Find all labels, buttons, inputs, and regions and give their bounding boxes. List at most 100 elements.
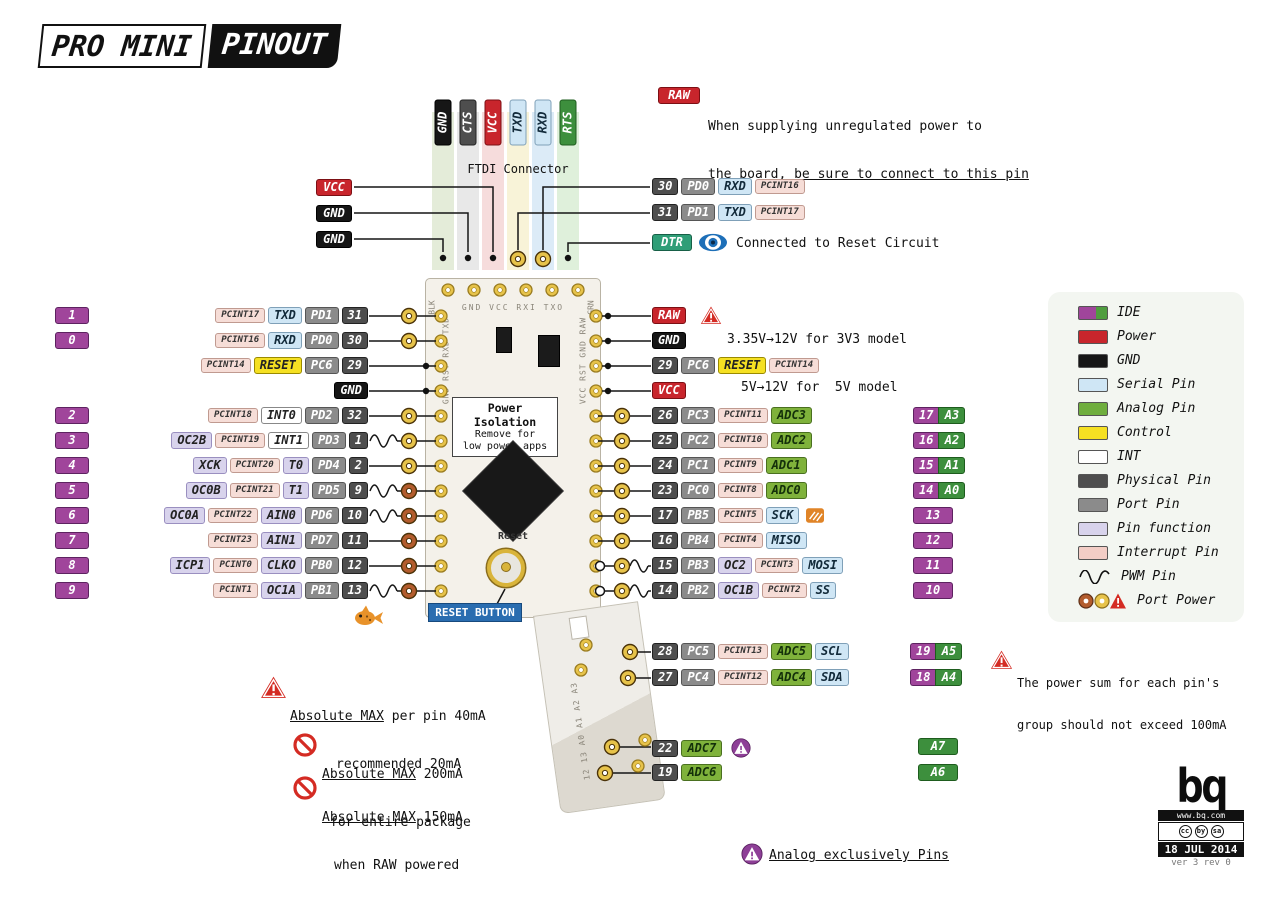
pin-badge-12: 12 <box>341 557 368 574</box>
pin-badge-24: 24 <box>652 457 679 474</box>
power-sum-line2: group should not exceed 100mA <box>1017 718 1227 732</box>
pin-badge-t1: T1 <box>282 482 310 499</box>
legend-label: IDE <box>1117 305 1141 320</box>
cc-by-icon: by <box>1194 825 1208 838</box>
arduino-pin-9: 9 <box>55 582 89 599</box>
legend-label: Control <box>1117 425 1172 440</box>
legend-item-power: Power <box>1078 328 1244 345</box>
pin-badge-adc0: ADC0 <box>765 482 807 499</box>
legend-item-fn: Pin function <box>1078 520 1244 537</box>
ftdi-side-label-vcc: VCC <box>316 179 352 196</box>
legend-item-physical: Physical Pin <box>1078 472 1244 489</box>
pin-badge-13: 13 <box>341 582 368 599</box>
legend-label: Analog Pin <box>1117 401 1196 416</box>
pin-badge-adc1: ADC1 <box>765 457 807 474</box>
pin-badge-16: 16 <box>913 432 939 449</box>
pin-badge-26: 26 <box>652 407 679 424</box>
pin-badge-19: 19 <box>652 764 679 781</box>
power-sum-line1: The power sum for each pin's <box>1017 676 1220 690</box>
cc-cc-icon: cc <box>1178 825 1192 838</box>
max-pkg-line2: for entire package <box>330 815 471 830</box>
pin-badge-15: 15 <box>913 457 939 474</box>
max-pkg-rest: 200mA <box>415 767 463 782</box>
smd-component <box>538 335 560 367</box>
fish-icon <box>352 602 386 628</box>
pin-badge-raw: RAW <box>652 307 686 324</box>
bq-version: ver 3 rev 0 <box>1171 858 1231 868</box>
pin-badge-adc6: ADC6 <box>681 764 723 781</box>
pin-badge-pcint11: PCINT11 <box>718 408 769 423</box>
pin-badge-a1: A1 <box>938 457 966 474</box>
ftdi-pin-gnd: GND <box>434 99 452 146</box>
pin-badge-pcint2: PCINT2 <box>762 583 807 598</box>
legend-swatch-ide <box>1078 305 1108 320</box>
max-current-per-pin-note: Absolute MAX per pin 40mA recommended 20… <box>290 677 486 805</box>
legend-item-port: Port Pin <box>1078 496 1244 513</box>
pin-badge-oc0a: OC0A <box>164 507 206 524</box>
arduino-pin-7: 7 <box>55 532 89 549</box>
pin-badge-pcint16: PCINT16 <box>754 179 805 194</box>
pin-badge-1: 1 <box>348 432 368 449</box>
pin-badge-a6: A6 <box>918 764 958 781</box>
arduino-pin-1: 1 <box>55 307 89 324</box>
pin-badge-scl: SCL <box>814 643 849 660</box>
pin-badge-pcint21: PCINT21 <box>229 483 280 498</box>
pin-badge-pb1: PB1 <box>304 582 339 599</box>
legend-label: Port Pin <box>1117 497 1180 512</box>
legend-swatch-serial <box>1078 377 1108 392</box>
pin-badge-adc5: ADC5 <box>771 643 812 660</box>
pin-badge-pd7: PD7 <box>304 532 339 549</box>
pin-badge-pd1: PD1 <box>681 204 716 221</box>
power-sum-note: The power sum for each pin's group shoul… <box>1017 648 1227 760</box>
pin-badge-ss: SS <box>809 582 837 599</box>
pin-badge-13: 13 <box>913 507 953 524</box>
pin-badge-pb5: PB5 <box>681 507 716 524</box>
pin-badge-txd: TXD <box>718 204 752 221</box>
legend-swatch-interrupt <box>1078 545 1108 560</box>
pin-badge-oc1a: OC1A <box>260 582 302 599</box>
pin-badge-rxd: RXD <box>268 332 302 349</box>
pin-badge-pc4: PC4 <box>681 669 716 686</box>
pin-badge-adc3: ADC3 <box>771 407 812 424</box>
legend-label: Power <box>1117 329 1157 344</box>
pin-badge-txd: TXD <box>268 307 302 324</box>
ftdi-connector-label: FTDI Connector <box>467 162 569 176</box>
pin-badge-10: 10 <box>341 507 368 524</box>
max-pin-rest: per pin 40mA <box>383 709 486 724</box>
pin-badge-pcint12: PCINT12 <box>718 670 769 685</box>
bq-logo-text: bq <box>1176 759 1228 813</box>
pin-badge-xck: XCK <box>193 457 227 474</box>
raw-note-line2-underlined: be sure to connect to this pin <box>794 167 1029 182</box>
pin-badge-19: 19 <box>910 643 936 660</box>
legend-item-analog: Analog Pin <box>1078 400 1244 417</box>
legend-item-interrupt: Interrupt Pin <box>1078 544 1244 561</box>
pin-badge-mosi: MOSI <box>802 557 844 574</box>
pin-badge-12: 12 <box>913 532 953 549</box>
title-pinout: PINOUT <box>207 24 341 68</box>
arduino-pin-4: 4 <box>55 457 89 474</box>
pin-badge-pcint8: PCINT8 <box>718 483 763 498</box>
bq-url: www.bq.com <box>1158 810 1244 821</box>
pin-badge-t0: T0 <box>282 457 310 474</box>
legend-item-ide: IDE <box>1078 304 1244 321</box>
legend-item-pwm: PWM Pin <box>1078 568 1244 585</box>
max-pin-line1: Absolute MAX per pin 40mA <box>290 709 486 725</box>
ftdi-pin-rxd: RXD <box>534 99 552 146</box>
pin-badge-pd0: PD0 <box>681 178 716 195</box>
reset-circuit-eye-icon <box>698 233 728 252</box>
pin-badge-22: 22 <box>652 739 679 757</box>
pin-row-right: GND <box>652 332 686 349</box>
pwm-icon <box>1078 569 1112 584</box>
pin-badge-a3: A3 <box>938 407 966 424</box>
